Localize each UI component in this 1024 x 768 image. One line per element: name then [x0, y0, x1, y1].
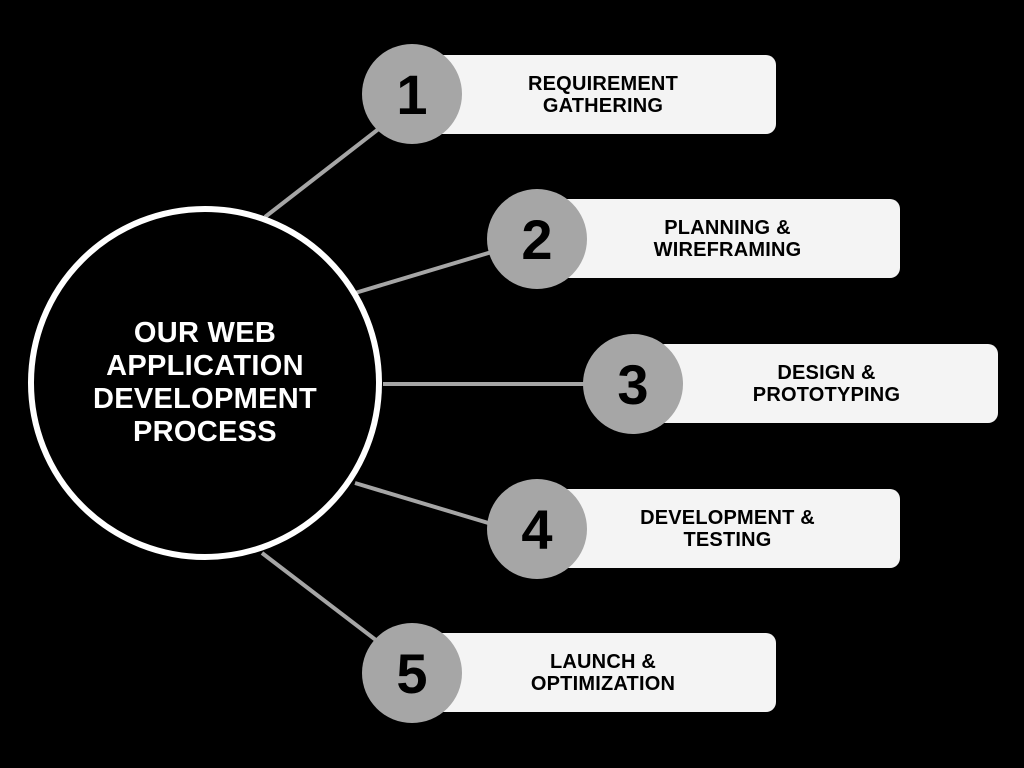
step-number-3: 3	[583, 334, 683, 434]
step-label-2: PLANNING & WIREFRAMING	[653, 216, 802, 261]
step-label-1: REQUIREMENT GATHERING	[528, 72, 678, 117]
step-number-4: 4	[487, 479, 587, 579]
step-box-4: DEVELOPMENT & TESTING	[555, 489, 900, 568]
step-box-2: PLANNING & WIREFRAMING	[555, 199, 900, 278]
connector-1	[263, 122, 387, 219]
connector-4	[354, 481, 496, 527]
step-number-2: 2	[487, 189, 587, 289]
step-number-1: 1	[362, 44, 462, 144]
step-number-5: 5	[362, 623, 462, 723]
step-label-5: LAUNCH & OPTIMIZATION	[530, 650, 676, 695]
step-label-3: DESIGN & PROTOTYPING	[752, 361, 901, 406]
step-box-1: REQUIREMENT GATHERING	[430, 55, 776, 134]
step-box-3: DESIGN & PROTOTYPING	[655, 344, 998, 423]
step-box-5: LAUNCH & OPTIMIZATION	[430, 633, 776, 712]
connector-5	[260, 551, 387, 649]
hub-title: OUR WEB APPLICATION DEVELOPMENT PROCESS	[92, 317, 318, 448]
hub-circle: OUR WEB APPLICATION DEVELOPMENT PROCESS	[28, 206, 382, 560]
connector-2	[354, 249, 496, 295]
step-label-4: DEVELOPMENT & TESTING	[640, 506, 815, 551]
